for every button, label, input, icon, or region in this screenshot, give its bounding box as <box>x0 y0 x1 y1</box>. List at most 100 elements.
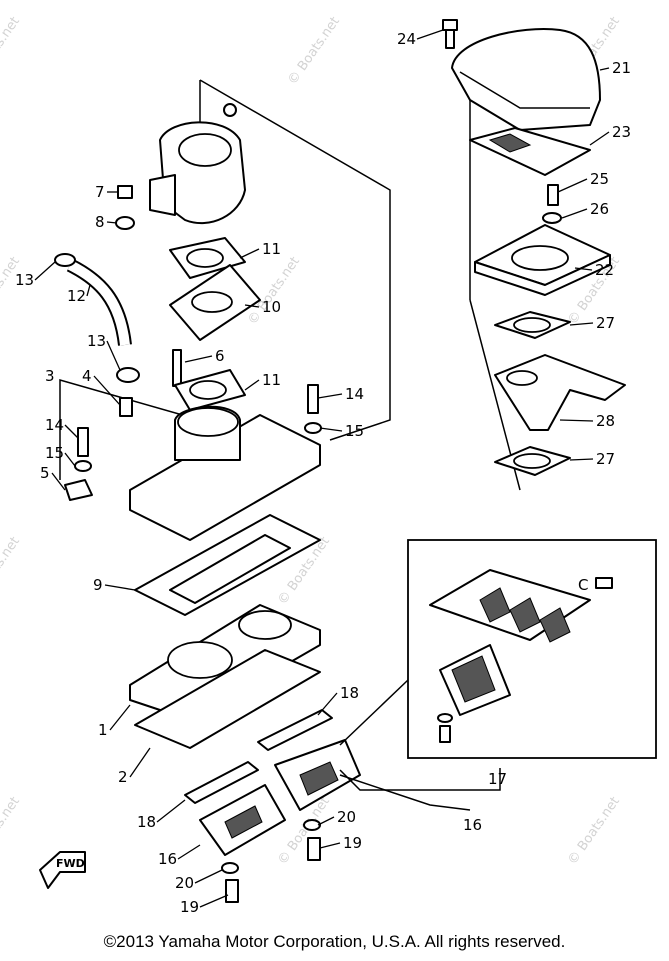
callout-4: 4 <box>82 367 92 385</box>
leader-line-4 <box>93 375 121 406</box>
callout-13: 13 <box>15 271 34 289</box>
callout-3: 3 <box>45 367 55 385</box>
callout-21: 21 <box>612 59 631 77</box>
intake-manifold-3 <box>129 405 321 541</box>
callout-12: 12 <box>67 287 86 305</box>
callout-1: 1 <box>98 721 108 739</box>
leader-line-19 <box>199 894 229 908</box>
gasket-27-upper <box>494 311 571 339</box>
leader-line-26 <box>561 208 588 219</box>
leader-line-13 <box>106 340 121 371</box>
callout-11: 11 <box>262 240 281 258</box>
callout-25: 25 <box>590 170 609 188</box>
bolt-14-right <box>307 384 319 414</box>
callout-14: 14 <box>45 416 64 434</box>
leader-line-15 <box>319 427 343 432</box>
callout-15: 15 <box>45 444 64 462</box>
washer-8 <box>115 216 135 230</box>
fitting-4 <box>119 397 133 417</box>
bolt-14-left <box>77 427 89 457</box>
callout-7: 7 <box>95 183 105 201</box>
callout-9: 9 <box>93 576 103 594</box>
washer-20-left <box>221 862 239 874</box>
reed-valve-assembly-17-inset: C <box>407 539 657 759</box>
leader-line-21 <box>599 67 610 71</box>
leader-line-28 <box>559 419 594 422</box>
callout-11: 11 <box>262 371 281 389</box>
callout-19: 19 <box>180 898 199 916</box>
washer-15-left <box>74 460 92 472</box>
spacer-10 <box>169 264 261 341</box>
callout-26: 26 <box>590 200 609 218</box>
stud-6 <box>172 349 182 387</box>
callout-22: 22 <box>595 261 614 279</box>
callout-16: 16 <box>463 816 482 834</box>
leader-line-19 <box>319 842 341 849</box>
leader-line-27 <box>569 322 594 326</box>
leader-lines <box>34 29 610 908</box>
callout-27: 27 <box>596 314 615 332</box>
leader-line-23 <box>589 131 610 146</box>
leader-line-9 <box>104 584 136 591</box>
callout-6: 6 <box>215 347 225 365</box>
watermark-text: © Boats.net <box>285 14 343 88</box>
callout-10: 10 <box>262 298 281 316</box>
watermark-text: © Boats.net <box>565 794 623 868</box>
callout-28: 28 <box>596 412 615 430</box>
leader-line-8 <box>106 221 118 224</box>
leader-line-18 <box>156 799 186 823</box>
leader-line-14 <box>317 393 343 399</box>
watermark-text: © Boats.net <box>0 14 23 88</box>
copyright-notice: ©2013 Yamaha Motor Corporation, U.S.A. A… <box>103 932 566 951</box>
callout-15: 15 <box>345 422 364 440</box>
bolt-19-right <box>307 837 321 861</box>
bolt-24 <box>442 19 458 49</box>
leader-line-14 <box>64 424 79 439</box>
leader-line-20 <box>317 816 335 826</box>
svg-text:C: C <box>578 576 588 594</box>
leader-line-6 <box>184 355 213 363</box>
gasket-11-lower <box>174 369 246 411</box>
clip-13-lower <box>116 367 140 383</box>
callout-14: 14 <box>345 385 364 403</box>
callout-19: 19 <box>343 834 362 852</box>
leader-line-24 <box>416 29 444 40</box>
leader-line-25 <box>557 178 588 193</box>
leader-line-13 <box>34 261 56 281</box>
gasket-18-right <box>257 709 333 751</box>
reed-valve-16-right <box>274 739 361 811</box>
callout-27: 27 <box>596 450 615 468</box>
callout-20: 20 <box>337 808 356 826</box>
callout-24: 24 <box>397 30 416 48</box>
leader-line-20 <box>194 869 223 884</box>
gasket-11-upper <box>169 237 246 279</box>
air-cover-21 <box>451 28 601 131</box>
leader-line-22 <box>574 267 593 271</box>
gasket-18-left <box>184 761 259 804</box>
fwd-arrow-icon: FWD <box>39 851 86 889</box>
carburetor <box>149 103 246 225</box>
leader-line-10 <box>244 304 260 308</box>
leader-line-2 <box>129 747 151 778</box>
watermark-text: © Boats.net <box>0 794 23 868</box>
callout-8: 8 <box>95 213 105 231</box>
callout-16: 16 <box>158 850 177 868</box>
leader-17-bracket <box>339 768 501 791</box>
leader-17 <box>339 679 409 746</box>
gasket-27-lower <box>494 446 571 476</box>
leader-line-11 <box>239 248 260 259</box>
air-box-base-22 <box>474 224 611 296</box>
watermark-text: © Boats.net <box>0 254 23 328</box>
screen-23 <box>469 127 591 176</box>
watermark-text: © Boats.net <box>245 254 303 328</box>
leader-line-1 <box>109 704 131 731</box>
leader-line-5 <box>51 472 66 491</box>
gasket-9 <box>134 514 321 616</box>
clamp-5 <box>64 479 93 501</box>
gasket-2 <box>134 649 321 749</box>
leader-line-12 <box>86 284 91 297</box>
clip-13-upper <box>54 253 76 267</box>
bolt-25 <box>547 184 559 206</box>
bolt-19-left <box>225 879 239 903</box>
